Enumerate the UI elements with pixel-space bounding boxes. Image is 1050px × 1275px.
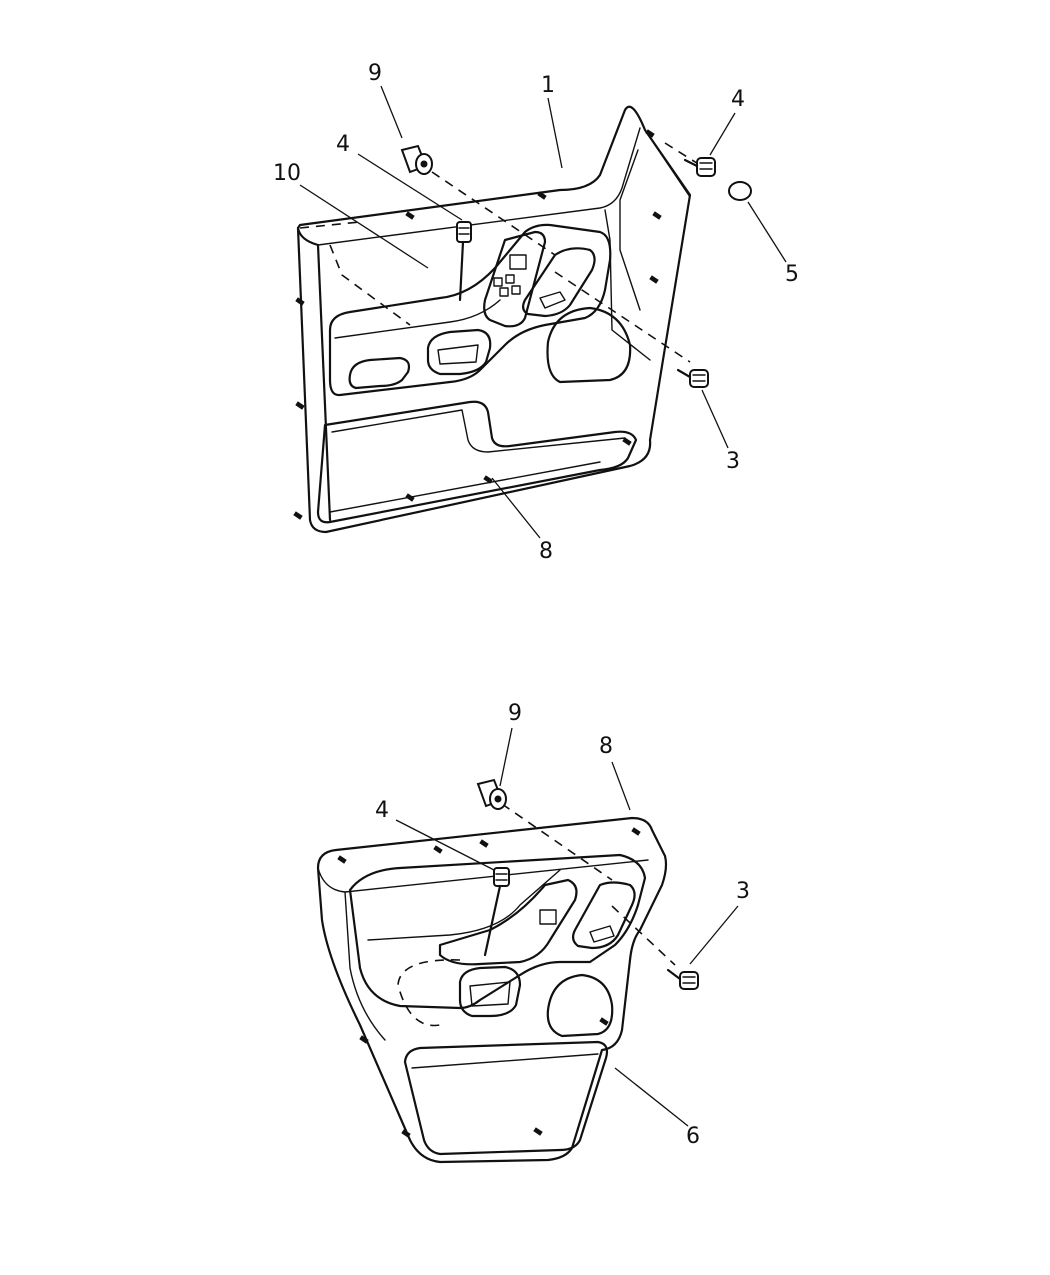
callout-10-front: 10 bbox=[273, 161, 301, 186]
front-door-trim-panel bbox=[293, 105, 752, 534]
push-pin-9-rear bbox=[476, 778, 507, 810]
callout-5-front: 5 bbox=[785, 262, 799, 287]
callout-4-rear: 4 bbox=[375, 798, 389, 823]
screw-4-front-left bbox=[456, 221, 472, 302]
callout-6-rear: 6 bbox=[686, 1124, 700, 1149]
panel-fastener-pins bbox=[293, 129, 662, 520]
screw-3-front bbox=[676, 368, 709, 388]
callout-9-front: 9 bbox=[368, 61, 382, 86]
rear-callout-leaders bbox=[395, 727, 739, 1127]
rear-door-trim-panel bbox=[316, 778, 699, 1164]
front-callout-leaders bbox=[299, 85, 787, 539]
rear-panel-fastener-pins bbox=[337, 827, 641, 1138]
callout-9-rear: 9 bbox=[508, 701, 522, 726]
callout-8-rear: 8 bbox=[599, 734, 613, 759]
screw-4-front-right bbox=[683, 157, 716, 177]
callout-3-front: 3 bbox=[726, 449, 740, 474]
callout-8-front: 8 bbox=[539, 539, 553, 564]
cap-5-front bbox=[728, 181, 752, 201]
callout-1-front: 1 bbox=[541, 73, 555, 98]
callout-4-front-left: 4 bbox=[336, 132, 350, 157]
screw-3-rear bbox=[666, 968, 699, 990]
callout-4-front-right: 4 bbox=[731, 87, 745, 112]
push-pin-9-front bbox=[400, 144, 433, 175]
screw-4-rear bbox=[483, 867, 510, 957]
callout-3-rear: 3 bbox=[736, 879, 750, 904]
